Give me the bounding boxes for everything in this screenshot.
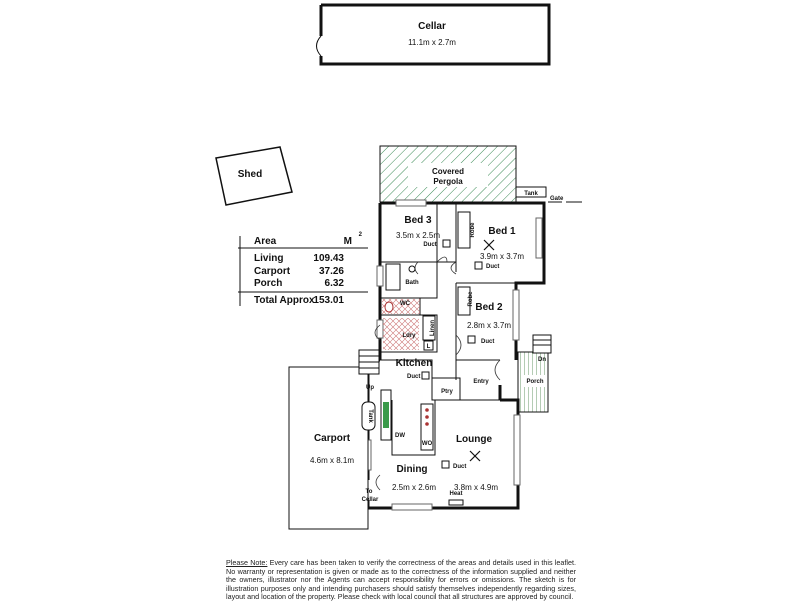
disclaimer-heading: Please Note: xyxy=(226,558,268,567)
dn-label: Dn xyxy=(538,357,546,363)
bath-label: Bath xyxy=(405,280,419,286)
disclaimer-body: Every care has been taken to verify the … xyxy=(226,558,576,602)
pergola-label-2: Pergola xyxy=(433,177,463,186)
area-carport-label: Carport xyxy=(254,266,291,277)
shed-label: Shed xyxy=(238,169,262,180)
lounge-label: Lounge xyxy=(456,434,493,445)
area-living-value: 109.43 xyxy=(313,253,344,264)
area-header-unit-sup: 2 xyxy=(358,232,362,238)
heater-icon xyxy=(448,499,464,506)
linen-cupboard xyxy=(422,315,436,341)
porch-label-bg xyxy=(524,375,546,387)
bed3-label: Bed 3 xyxy=(404,215,432,226)
bed1-dims: 3.9m x 3.7m xyxy=(480,252,524,261)
shed: Shed xyxy=(215,146,293,206)
area-header-unit: M xyxy=(343,236,352,247)
area-porch-value: 6.32 xyxy=(324,278,344,289)
lounge-duct-label: Duct xyxy=(453,464,466,470)
bed1-duct-label: Duct xyxy=(486,264,499,270)
carport-dims: 4.6m x 8.1m xyxy=(310,456,354,465)
gate-label: Gate xyxy=(550,196,564,202)
area-living-label: Living xyxy=(254,253,284,264)
bed1-duct-icon xyxy=(474,261,483,270)
area-total-value: 153.01 xyxy=(313,295,344,306)
bed2-label: Bed 2 xyxy=(475,302,503,313)
tank-top-label: Tank xyxy=(524,191,538,197)
to-cellar-label-1: To xyxy=(366,489,373,495)
basin-icon xyxy=(408,265,416,273)
porch-steps xyxy=(532,334,552,354)
cellar-label: Cellar xyxy=(418,21,446,32)
area-header-label: Area xyxy=(254,236,277,247)
bed3-duct-label: Duct xyxy=(423,242,436,248)
lounge-dims: 3.8m x 4.9m xyxy=(454,483,498,492)
area-row-living: Living 109.43 xyxy=(254,253,370,265)
kitchen-island xyxy=(420,403,434,451)
laundry-floor xyxy=(383,318,419,350)
door-swings xyxy=(374,256,501,491)
kitchen-duct-label: Duct xyxy=(407,374,420,380)
robe-1-label: Robe xyxy=(470,222,476,238)
area-row-total: Total Approx 153.01 xyxy=(254,295,370,307)
toilet-icon xyxy=(384,301,394,313)
area-header-row: Area M 2 xyxy=(254,232,370,248)
lounge-fan-icon xyxy=(469,450,481,462)
carport-tank-label: Tank xyxy=(367,409,373,423)
l-cupboard xyxy=(423,340,434,351)
bed3-duct-icon xyxy=(442,239,451,248)
area-carport-value: 37.26 xyxy=(318,266,344,277)
dining-dims: 2.5m x 2.6m xyxy=(392,483,436,492)
robe-1 xyxy=(457,211,471,249)
bed2-dims: 2.8m x 3.7m xyxy=(467,321,511,330)
lounge-duct-icon xyxy=(441,460,450,469)
area-total-label: Total Approx xyxy=(254,295,315,306)
carport-label: Carport xyxy=(314,433,351,444)
porch-label: Porch xyxy=(526,379,543,385)
tank-gate: Tank Gate xyxy=(515,186,582,203)
carport-steps xyxy=(358,349,380,375)
area-table-lines xyxy=(238,236,368,306)
heat-label: Heat xyxy=(449,491,462,497)
disclaimer: Please Note: Every care has been taken t… xyxy=(226,558,576,602)
pantry-label: Ptry xyxy=(441,389,453,395)
area-row-porch: Porch 6.32 xyxy=(254,278,370,290)
robe-2-label: Robe xyxy=(468,291,474,307)
up-label: Up xyxy=(366,385,374,391)
bed1-fan-icon xyxy=(483,239,495,251)
linen-label: Linen xyxy=(430,320,436,336)
kitchen-duct-icon xyxy=(421,371,430,380)
wall-oven-label: WO xyxy=(422,441,433,447)
bed2-duct-icon xyxy=(467,335,476,344)
bed2-duct-label: Duct xyxy=(481,339,494,345)
cellar-dims: 11.1m x 2.7m xyxy=(408,38,456,47)
l-label: L xyxy=(427,344,431,350)
bathtub xyxy=(385,263,401,291)
carport-outline xyxy=(288,366,369,530)
windows xyxy=(364,199,543,511)
bed1-label: Bed 1 xyxy=(488,226,516,237)
carport-tank xyxy=(361,401,376,431)
kitchen-sink xyxy=(383,402,389,428)
pergola-label-1: Covered xyxy=(432,167,464,176)
to-cellar-label-2: Cellar xyxy=(362,497,379,503)
dishwasher-label: DW xyxy=(395,433,405,439)
bed3-dims: 3.5m x 2.5m xyxy=(396,231,440,240)
area-porch-label: Porch xyxy=(254,278,283,289)
robe-2 xyxy=(457,286,471,316)
covered-pergola: Covered Pergola xyxy=(379,145,517,203)
cooktop-icon xyxy=(425,408,429,426)
cellar: Cellar 11.1m x 2.7m xyxy=(316,3,551,66)
kitchen-label: Kitchen xyxy=(396,358,433,369)
wc-label: WC xyxy=(400,301,411,307)
laundry-label: Ldry xyxy=(402,333,416,339)
dining-label: Dining xyxy=(396,464,427,475)
area-row-carport: Carport 37.26 xyxy=(254,266,370,278)
entry-label: Entry xyxy=(473,379,489,385)
